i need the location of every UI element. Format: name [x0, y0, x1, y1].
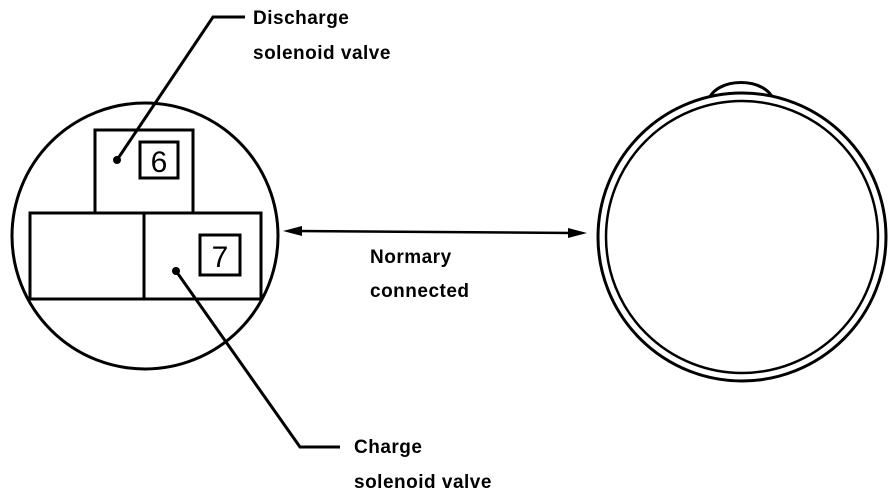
- discharge-valve-number-box: [138, 140, 180, 180]
- connected-unit: [596, 81, 888, 383]
- connected-unit-outer-ring: [596, 91, 888, 383]
- connection-label-line1: Normary: [370, 247, 452, 268]
- base-block-left: [28, 211, 146, 301]
- arrowhead-left: [283, 226, 302, 236]
- discharge-label-line2: solenoid valve: [253, 43, 391, 64]
- connection-arrow: [283, 226, 587, 238]
- arrowhead-right: [568, 228, 587, 238]
- connected-unit-inner-ring: [604, 99, 880, 375]
- charge-valve-number: 7: [212, 241, 229, 274]
- charge-valve-number-box: [198, 233, 242, 277]
- connection-label-line2: connected: [370, 281, 470, 302]
- valve-assembly-outline: [10, 101, 280, 371]
- discharge-leader-line: [115, 15, 245, 161]
- charge-leader-line: [174, 270, 340, 449]
- discharge-valve-number: 6: [151, 146, 168, 179]
- charge-label-line2: solenoid valve: [354, 472, 492, 493]
- discharge-label-line1: Discharge: [253, 8, 349, 29]
- charge-label-line1: Charge: [354, 437, 422, 458]
- valve-assembly: 6 7: [10, 101, 280, 371]
